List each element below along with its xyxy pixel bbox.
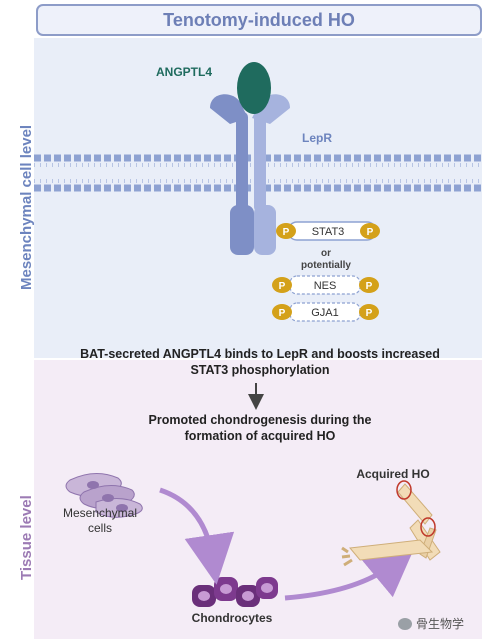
watermark-text: 骨生物学: [416, 617, 465, 631]
leg-bones-icon: [341, 480, 441, 567]
phospho-badge: [272, 304, 292, 320]
angptl4-label: ANGPTL4: [156, 65, 212, 79]
phospho-label: P: [279, 308, 286, 319]
mesenchymal-cells-icon: [65, 473, 143, 518]
phospho-badge: [360, 223, 380, 239]
phospho-badge: [359, 277, 379, 293]
ossification-arrow-icon: [284, 546, 416, 601]
phospho-label: P: [279, 281, 286, 292]
ho-marker-icon: [420, 517, 436, 537]
connector-word: potentially: [301, 260, 351, 271]
watermark: 骨生物学: [398, 615, 464, 632]
differentiation-arrow-icon: [159, 487, 235, 585]
connector-word: or: [321, 248, 331, 259]
ho-marker-icon: [396, 480, 412, 500]
phospho-badge: [276, 223, 296, 239]
mesenchymal-cells-label: Mesenchymal cells: [62, 506, 138, 535]
gja1-label: GJA1: [311, 307, 339, 319]
phospho-label: P: [366, 281, 373, 292]
phospho-badge: [272, 277, 292, 293]
stat3-label: STAT3: [312, 226, 345, 238]
wechat-icon: [398, 617, 412, 630]
phospho-label: P: [367, 227, 374, 238]
acquired-ho-label: Acquired HO: [356, 467, 429, 481]
nes-label: NES: [314, 280, 337, 292]
mechanism-text: BAT-secreted ANGPTL4 binds to LepR and b…: [80, 347, 440, 377]
phospho-badge: [359, 304, 379, 320]
phospho-label: P: [366, 308, 373, 319]
gja1-complex: P P GJA1: [272, 302, 379, 322]
diagram-title: Tenotomy-induced HO: [36, 4, 482, 36]
chondrocytes-icon: [192, 577, 278, 607]
phospho-label: P: [283, 227, 290, 238]
chondrocytes-label: Chondrocytes: [191, 611, 273, 625]
lepr-receptor: [210, 94, 290, 255]
stat3-complex: P P STAT3: [276, 221, 380, 241]
angptl4-ligand: [237, 62, 271, 114]
nes-complex: P P NES: [272, 275, 379, 295]
outcome-text: Promoted chondrogenesis during the forma…: [148, 413, 372, 443]
lepr-label: LepR: [302, 131, 332, 145]
